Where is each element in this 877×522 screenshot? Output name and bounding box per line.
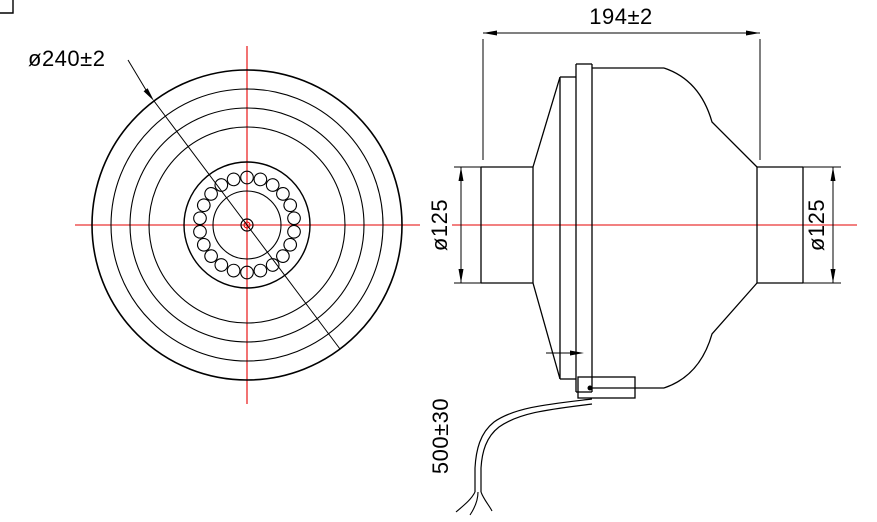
- impeller-hole: [276, 187, 290, 201]
- impeller-hole: [253, 172, 268, 187]
- outlet-arrowhead-top: [830, 167, 836, 181]
- front-view: [91, 59, 403, 381]
- cable-length-label: 500±30: [428, 398, 453, 474]
- frame-corner-mark: [0, 0, 14, 14]
- impeller-hole: [265, 178, 280, 192]
- body-right-shoulder-bottom: [663, 282, 758, 389]
- outlet-diameter-dimension: [803, 166, 841, 284]
- diameter-diagonal-line: [153, 100, 341, 350]
- impeller-hole: [204, 187, 218, 201]
- housing-rim-circle: [110, 88, 384, 362]
- impeller-hole: [287, 211, 301, 226]
- outer-housing-circle: [91, 69, 403, 381]
- inner-bowl-circle: [148, 126, 346, 324]
- centerlines: [75, 46, 857, 404]
- impeller-hole: [193, 211, 207, 226]
- dimensions: [454, 30, 841, 356]
- side-view: [455, 63, 804, 516]
- junction-box: [577, 376, 636, 399]
- impeller-hole: [283, 198, 298, 213]
- impeller-hub-ring: [212, 190, 282, 260]
- diameter-240-dimension: [127, 59, 341, 350]
- length-arrowhead-right: [746, 30, 760, 36]
- length-194-label: 194±2: [589, 4, 653, 29]
- impeller-hole: [240, 265, 254, 280]
- impeller-hole: [253, 263, 268, 278]
- impeller-holes: [193, 170, 301, 280]
- inlet-diameter-label: ø125: [427, 199, 452, 251]
- left-cone-top: [532, 76, 561, 168]
- cable-outline-left: [474, 398, 593, 492]
- impeller-hole: [204, 249, 218, 263]
- impeller-rim-circle: [183, 161, 311, 289]
- impeller-hole: [214, 258, 229, 272]
- impeller-hole: [226, 263, 241, 278]
- impeller-hole: [226, 172, 241, 187]
- impeller-hole: [276, 249, 290, 263]
- length-arrowhead-left: [483, 30, 497, 36]
- body-right-shoulder-top: [663, 67, 758, 168]
- impeller-hole: [240, 170, 254, 185]
- inlet-arrowhead-bottom: [458, 269, 464, 283]
- inlet-bell-circle: [129, 107, 365, 343]
- seam-arrowhead: [570, 350, 584, 356]
- inlet-arrowhead-top: [458, 167, 464, 181]
- impeller-hole: [214, 178, 229, 192]
- wire-end-left: [455, 491, 476, 513]
- outlet-diameter-label: ø125: [804, 199, 829, 251]
- impeller-hole: [287, 224, 301, 239]
- junction-box-dot: [587, 385, 593, 391]
- impeller-hole: [196, 198, 211, 213]
- corner-line: [0, 0, 14, 14]
- impeller-hole: [193, 224, 207, 239]
- outlet-arrowhead-bottom: [830, 269, 836, 283]
- hub-center-circle: [240, 218, 254, 232]
- diameter-leader-line: [127, 59, 147, 91]
- inlet-diameter-dimension: [454, 166, 481, 284]
- impeller-hole: [283, 237, 298, 252]
- length-194-dimension: [482, 30, 761, 160]
- front-center-mark: [243, 221, 251, 229]
- seam-leader: [546, 350, 584, 356]
- cable-outline-right: [480, 403, 593, 492]
- impeller-hole: [196, 237, 211, 252]
- wire-end-middle: [469, 491, 479, 516]
- impeller-hole: [265, 258, 280, 272]
- diameter-arrowhead: [143, 88, 154, 101]
- left-cone-bottom: [532, 282, 561, 380]
- wire-end-right: [480, 491, 493, 512]
- labels: ø240±2 194±2 ø125 ø125 500±30: [28, 4, 829, 474]
- diameter-240-label: ø240±2: [28, 46, 105, 71]
